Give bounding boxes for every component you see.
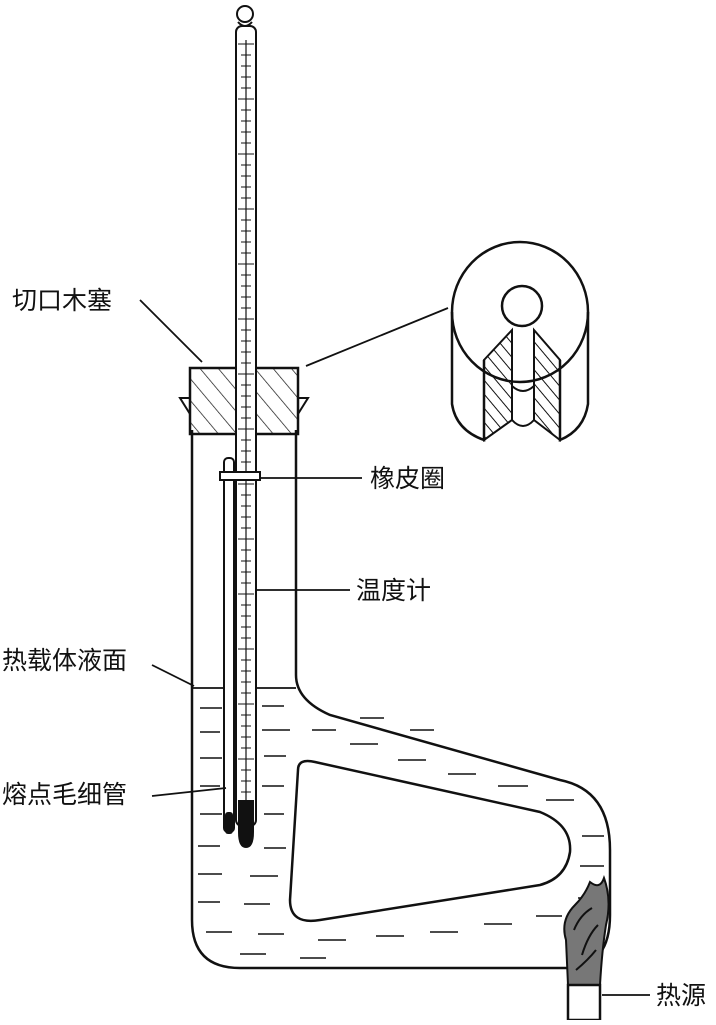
thermometer-top-knob (236, 5, 254, 23)
rubber-ring (219, 471, 261, 481)
cork-detail-hole (500, 284, 544, 328)
label-cork: 切口木塞 (12, 286, 113, 315)
cork-detail-hatch-left (483, 327, 513, 442)
thermometer-bulb (238, 800, 254, 848)
leader-cork (139, 299, 203, 363)
flame (563, 874, 610, 986)
label-liquid-surface: 热载体液面 (2, 646, 128, 675)
tube-left-wall (190, 430, 612, 970)
tube-inner-loop (288, 759, 572, 923)
cork-detail (450, 240, 590, 443)
leader-lines (139, 299, 650, 996)
cork-detail-hatch-right (533, 327, 561, 443)
label-rubber-ring: 橡皮圈 (370, 464, 446, 493)
burner (566, 983, 602, 1022)
leader-capillary (151, 787, 227, 797)
thiele-tube (190, 430, 612, 970)
capillary-tube (223, 457, 235, 834)
thermometer (235, 5, 257, 848)
label-heat-source: 热源 (656, 981, 707, 1010)
heat-source (563, 874, 610, 1022)
label-thermometer: 温度计 (356, 576, 432, 605)
leader-liquid (151, 664, 195, 687)
cork-rim-left (178, 397, 191, 415)
leader-cork-detail (305, 307, 449, 367)
cork-rim-right (297, 397, 310, 415)
label-capillary: 熔点毛细管 (2, 780, 128, 809)
liquid-dashes (198, 705, 604, 959)
thermometer-scale (238, 43, 254, 793)
